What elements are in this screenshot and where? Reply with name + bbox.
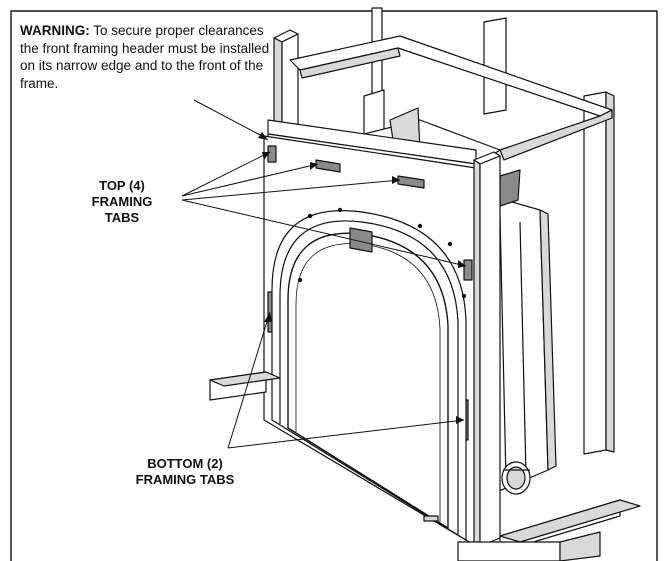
vent-pipe-illustration: [501, 461, 531, 495]
wood-framing-illustration: [209, 151, 641, 561]
warning-heading: WARNING:: [20, 23, 90, 38]
figure-border: [10, 10, 658, 561]
warning-text: To secure proper clearances the front fr…: [20, 23, 270, 91]
top-framing-tabs-label: TOP (4) FRAMING TABS: [62, 178, 182, 226]
bottom-label-line-1: BOTTOM (2): [147, 456, 223, 471]
bottom-label-line-2: FRAMING TABS: [135, 472, 235, 487]
arrowheads: [258, 132, 466, 424]
leader-lines: [181, 99, 467, 449]
top-label-line-1: TOP (4): [99, 178, 145, 193]
fireplace-insert-illustration: [263, 135, 477, 547]
top-label-line-2: FRAMING: [91, 194, 153, 209]
top-label-line-3: TABS: [104, 210, 140, 225]
bottom-framing-tabs-label: BOTTOM (2) FRAMING TABS: [110, 456, 260, 488]
warning-callout: WARNING: To secure proper clearances the…: [20, 22, 270, 92]
